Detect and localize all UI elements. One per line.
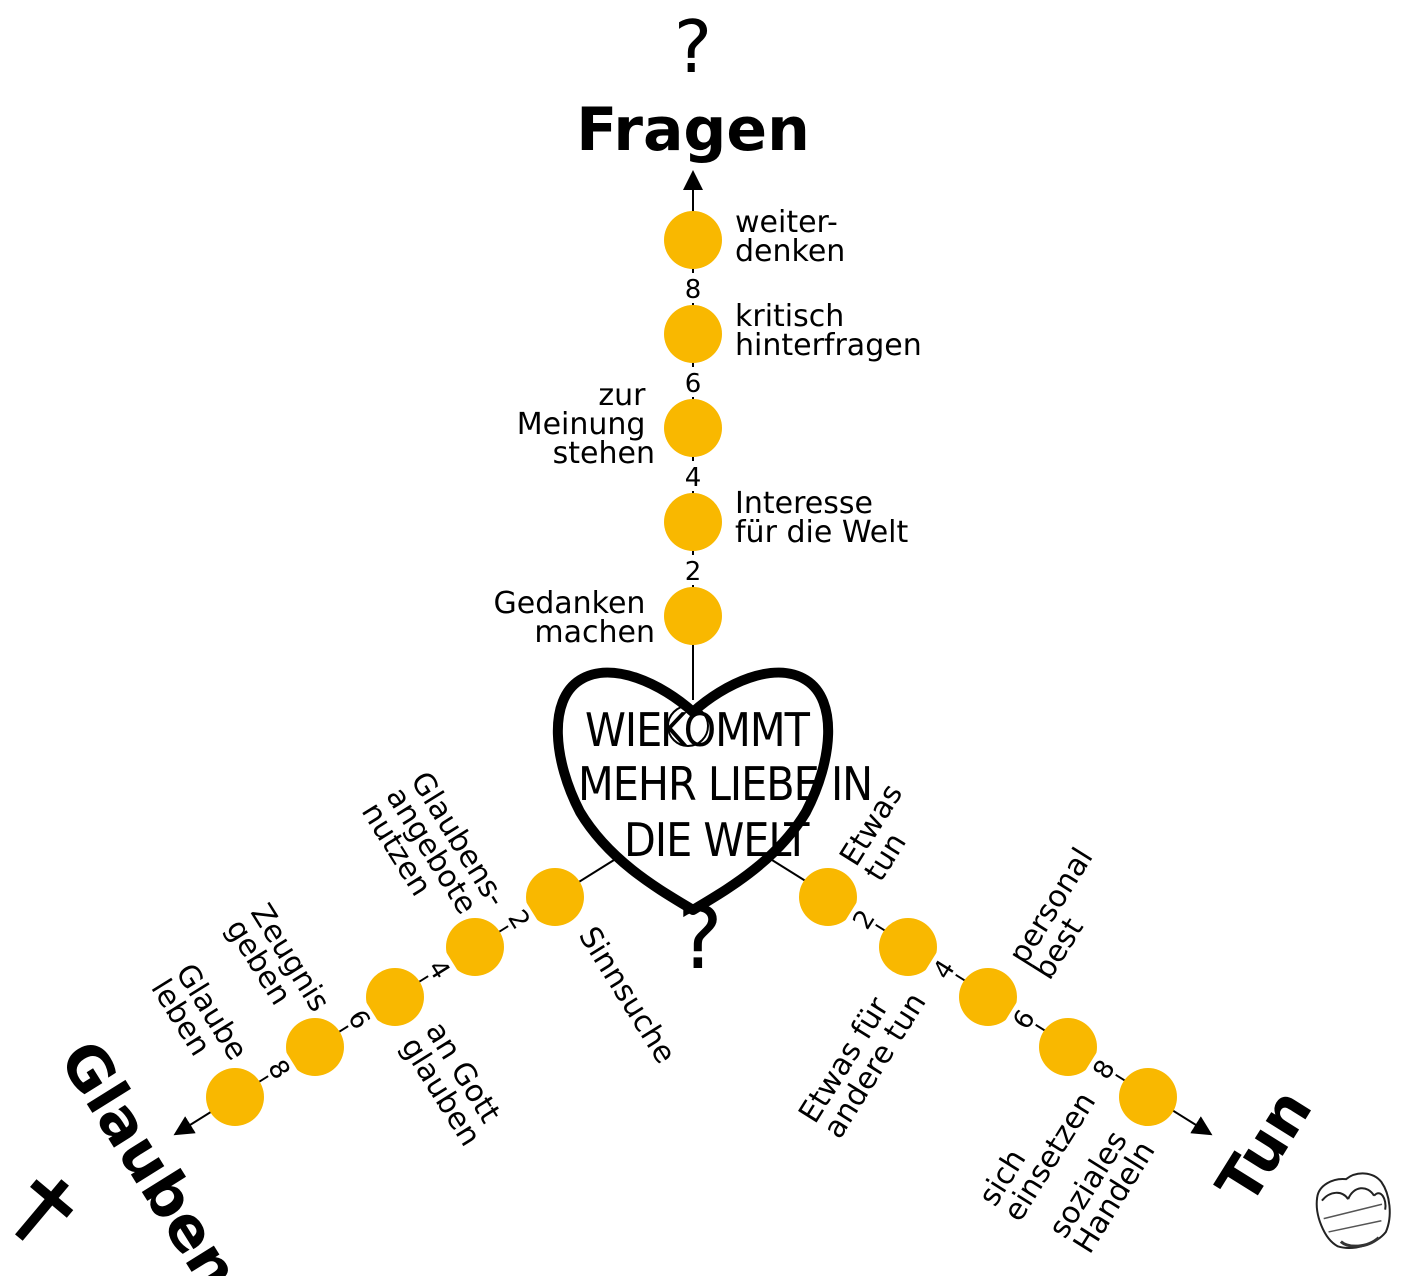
fragen-label-2: Interesse für die Welt	[735, 486, 909, 550]
station-glauben-3	[366, 968, 424, 1026]
station-tun-1	[799, 868, 857, 926]
title-fragen: Fragen	[576, 95, 810, 165]
station-glauben-1	[526, 868, 584, 926]
heart-line2: MEHR LIEBE IN	[578, 757, 872, 811]
branch-glauben: 2 4 6 8 Sinnsuche Glaubens- angebote nut…	[15, 766, 683, 1276]
fragen-number-2: 2	[685, 557, 702, 587]
branch-fragen: 2 4 6 8 Gedanken machen Interesse für di…	[494, 170, 922, 700]
fragen-label-3: zur Meinung stehen	[517, 378, 655, 471]
heart-line1-a: WIE	[585, 703, 661, 757]
branch-tun: 2 4 6 8 Etwas tun Etwas für andere tun	[771, 778, 1391, 1260]
fragen-number-8: 8	[685, 275, 702, 305]
station-fragen-5	[664, 211, 722, 269]
center-heart: WIE KOMMT MEHR LIEBE IN DIE WELT ?	[552, 667, 873, 989]
title-tun: Tun	[1203, 1077, 1326, 1216]
glauben-label-2: Glaubens- angebote nutzen	[354, 766, 518, 952]
fragen-label-1: Gedanken machen	[494, 586, 655, 650]
heart-question-mark: ?	[677, 889, 723, 989]
tun-label-2: Etwas für andere tun	[792, 971, 933, 1144]
station-fragen-3	[664, 399, 722, 457]
station-tun-3	[959, 968, 1017, 1026]
cross-icon	[15, 1179, 74, 1241]
station-tun-5	[1119, 1068, 1177, 1126]
title-glauben: Glauben	[45, 1029, 252, 1276]
heart-shape	[552, 667, 834, 915]
station-fragen-1	[664, 587, 722, 645]
glauben-label-1: Sinnsuche	[571, 921, 682, 1070]
station-glauben-5	[206, 1068, 264, 1126]
glauben-label-3: an Gott glauben	[394, 1016, 513, 1153]
heart-line3: DIE WELT	[624, 813, 810, 867]
top-question-mark: ?	[674, 5, 712, 89]
fist-icon	[1315, 1172, 1391, 1249]
fragen-number-6: 6	[685, 369, 702, 399]
station-fragen-4	[664, 305, 722, 363]
fragen-number-4: 4	[685, 463, 702, 493]
station-tun-4	[1039, 1018, 1097, 1076]
tun-label-3: personal best	[1002, 834, 1130, 986]
heart-o-ring	[667, 705, 709, 747]
station-glauben-2	[446, 918, 504, 976]
station-glauben-4	[286, 1018, 344, 1076]
station-tun-2	[879, 918, 937, 976]
heart-line1-b: KOMMT	[660, 703, 811, 757]
fragen-label-4: kritisch hinterfragen	[735, 299, 922, 363]
fragen-label-5: weiter- denken	[735, 205, 847, 269]
station-fragen-2	[664, 493, 722, 551]
